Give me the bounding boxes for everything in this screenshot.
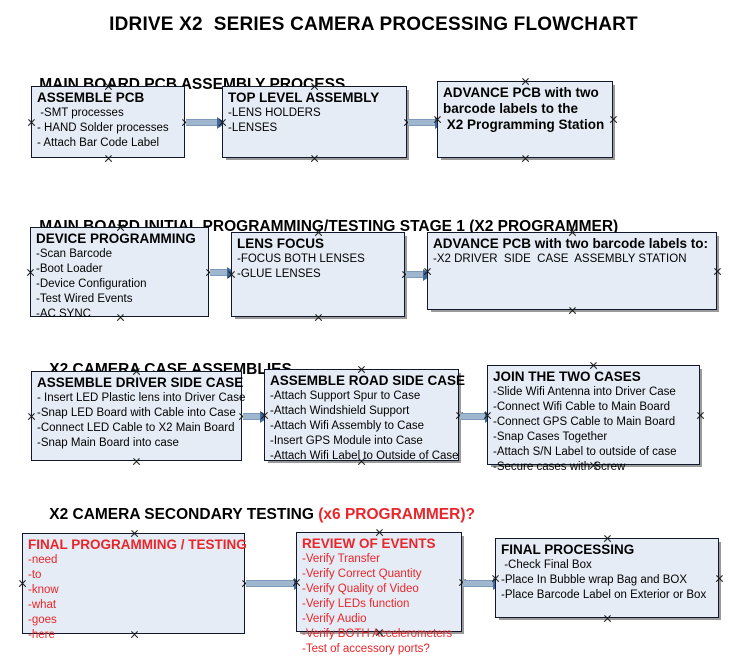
- box-line: -Connect Wifi Cable to Main Board: [493, 401, 671, 413]
- box-header: ADVANCE PCB with two barcode labels to:: [433, 236, 709, 251]
- box-line: -Verify LEDs function: [302, 598, 410, 610]
- box-advance-pcb-2[interactable]: ADVANCE PCB with two barcode labels to: …: [427, 232, 717, 310]
- box-line: -LENSES: [228, 122, 278, 134]
- box-header: ADVANCE PCB with two: [443, 85, 599, 100]
- page-title: IDRIVE X2 SERIES CAMERA PROCESSING FLOWC…: [109, 14, 638, 35]
- box-line: -LENS HOLDERS: [228, 107, 321, 119]
- box-line: -Attach Windshield Support: [270, 405, 410, 417]
- box-line: -Secure cases with Screw: [493, 461, 626, 473]
- box-line: -FOCUS BOTH LENSES: [237, 253, 365, 265]
- box-line: -Verify Transfer: [302, 553, 380, 565]
- box-line: -to: [28, 569, 42, 581]
- box-line: -Verify Correct Quantity: [302, 568, 422, 580]
- section-heading-4-note: (x6 PROGRAMMER)?: [318, 506, 475, 523]
- connector-arrow-1b: [408, 116, 444, 129]
- box-line: -Attach S/N Label to outside of case: [493, 446, 677, 458]
- box-line: barcode labels to the: [443, 101, 579, 116]
- box-line: -Scan Barcode: [36, 248, 113, 260]
- box-header: LENS FOCUS: [237, 236, 325, 251]
- box-header: JOIN THE TWO CASES: [493, 369, 641, 384]
- connector-arrow-2a: [210, 266, 236, 279]
- box-line: -what: [28, 599, 57, 611]
- box-line: -X2 DRIVER SIDE CASE ASSEMBLY STATION: [433, 253, 687, 265]
- box-assemble-driver-side-case[interactable]: ASSEMBLE DRIVER SIDE CASE - Insert LED P…: [31, 371, 246, 461]
- box-final-processing[interactable]: FINAL PROCESSING -Check Final Box -Place…: [495, 538, 719, 618]
- section-heading-4-text: X2 CAMERA SECONDARY TESTING: [49, 506, 319, 523]
- box-line: -Attach Wifi Label to Outside of Case: [270, 450, 459, 462]
- box-line: -Connect LED Cable to X2 Main Board: [37, 422, 235, 434]
- box-header: ASSEMBLE ROAD SIDE CASE: [270, 373, 466, 388]
- box-review-of-events[interactable]: REVIEW OF EVENTS -Verify Transfer -Verif…: [296, 532, 462, 655]
- box-line: - Attach Bar Code Label: [37, 137, 160, 149]
- section-heading-4: X2 CAMERA SECONDARY TESTING (x6 PROGRAMM…: [32, 488, 475, 542]
- box-line: -Snap Main Board into case: [37, 437, 179, 449]
- box-line: - HAND Solder processes: [37, 122, 169, 134]
- box-line: -Insert GPS Module into Case: [270, 435, 423, 447]
- box-line: -here: [28, 629, 55, 641]
- box-line-overflow: -Test of accessory ports?: [302, 643, 430, 655]
- box-device-programming[interactable]: DEVICE PROGRAMMING -Scan Barcode -Boot L…: [30, 227, 209, 320]
- connector-arrow-4a: [246, 577, 303, 590]
- box-line: -Slide Wifi Antenna into Driver Case: [493, 386, 676, 398]
- box-line: -Connect GPS Cable to Main Board: [493, 416, 676, 428]
- box-line: -Test Wired Events: [36, 293, 133, 305]
- box-line: -Check Final Box: [501, 559, 592, 571]
- box-assemble-pcb[interactable]: ASSEMBLE PCB -SMT processes - HAND Solde…: [31, 86, 185, 158]
- box-line: -Verify Quality of Video: [302, 583, 419, 595]
- box-line: -Place In Bubble wrap Bag and BOX: [501, 574, 688, 586]
- box-assemble-road-side-case[interactable]: ASSEMBLE ROAD SIDE CASE -Attach Support …: [264, 369, 466, 462]
- box-header: TOP LEVEL ASSEMBLY: [228, 90, 380, 105]
- box-line: -AC SYNC: [36, 308, 91, 320]
- box-line: -Snap LED Board with Cable into Case: [37, 407, 236, 419]
- box-line: -Verify Audio: [302, 613, 367, 625]
- box-join-the-two-cases[interactable]: JOIN THE TWO CASES -Slide Wifi Antenna i…: [487, 365, 700, 473]
- box-line: -Attach Wifi Assembly to Case: [270, 420, 425, 432]
- box-header: FINAL PROCESSING: [501, 542, 635, 557]
- box-line: -Snap Cases Together: [493, 431, 608, 443]
- box-line: - Insert LED Plastic lens into Driver Ca…: [37, 392, 246, 404]
- box-line: -Place Barcode Label on Exterior or Box: [501, 589, 707, 601]
- connector-arrow-3a: [243, 410, 269, 423]
- box-top-level-assembly[interactable]: TOP LEVEL ASSEMBLY -LENS HOLDERS -LENSES: [222, 86, 407, 158]
- box-line: -Verify BOTH Accelerometers: [302, 628, 453, 640]
- connector-arrow-3b: [460, 410, 494, 423]
- box-header: REVIEW OF EVENTS: [302, 536, 436, 551]
- box-lens-focus[interactable]: LENS FOCUS -FOCUS BOTH LENSES -GLUE LENS…: [231, 232, 405, 317]
- connector-arrow-4b: [463, 577, 502, 590]
- connector-arrow-2b: [406, 268, 432, 281]
- box-header: ASSEMBLE PCB: [37, 90, 145, 105]
- connector-arrow-1a: [186, 116, 226, 129]
- box-line: X2 Programming Station: [443, 117, 605, 132]
- box-header: ASSEMBLE DRIVER SIDE CASE: [37, 375, 244, 390]
- box-line: -need: [28, 554, 58, 566]
- box-line: -Device Configuration: [36, 278, 147, 290]
- box-line: -GLUE LENSES: [237, 268, 321, 280]
- box-line: -SMT processes: [37, 107, 124, 119]
- box-line: -Boot Loader: [36, 263, 103, 275]
- box-line: -know: [28, 584, 59, 596]
- box-advance-pcb-1[interactable]: ADVANCE PCB with two barcode labels to t…: [437, 81, 613, 158]
- box-line: -Attach Support Spur to Case: [270, 390, 421, 402]
- box-final-programming-testing[interactable]: FINAL PROGRAMMING / TESTING -need -to -k…: [22, 533, 247, 641]
- box-header: DEVICE PROGRAMMING: [36, 231, 196, 246]
- box-line: -goes: [28, 614, 57, 626]
- box-header: FINAL PROGRAMMING / TESTING: [28, 537, 247, 552]
